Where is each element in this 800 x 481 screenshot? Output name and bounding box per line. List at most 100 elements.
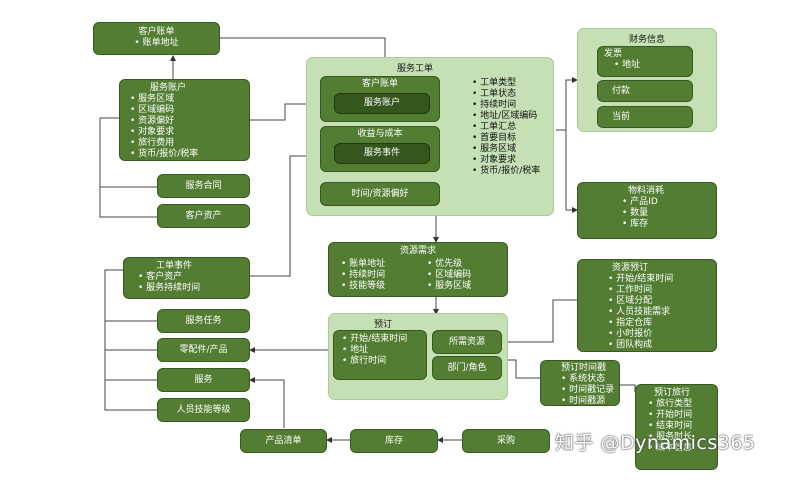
list-item: 产品ID — [622, 197, 711, 208]
list-item: 小时报价 — [608, 329, 711, 340]
list-item: 开始/结束时间 — [342, 334, 421, 345]
product-list-box: 产品清单 — [240, 429, 327, 453]
payment-box: 付款 — [597, 80, 693, 102]
list-item: 货币/报价/税率 — [130, 149, 244, 160]
material-consumption-box: 物料消耗 产品ID 数量 库存 — [577, 182, 717, 239]
list-item: 服务持续时间 — [138, 283, 244, 294]
work-order-event-title: 工单事件 — [156, 261, 193, 271]
list-item: 工单状态 — [472, 89, 540, 100]
list-item: 服务时长 — [648, 432, 713, 443]
list-item: 工单汇总 — [472, 122, 540, 133]
list-item: 工作时间 — [608, 285, 711, 296]
service-account-list: 服务区域 区域编码 资源偏好 对象要求 旅行费用 货币/报价/税率 — [130, 94, 244, 160]
work-order-title: 服务工单 — [396, 64, 433, 74]
revenue-cost-box: 收益与成本 服务事件 — [320, 126, 440, 172]
service-task-label: 服务任务 — [185, 315, 222, 326]
list-item: 持续时间 — [472, 100, 540, 111]
list-item: 地址 — [614, 60, 686, 71]
list-item: 工单类型 — [472, 78, 540, 89]
list-item: 优先级 — [427, 259, 471, 270]
list-item: 地址 — [342, 345, 421, 356]
list-item: 区域分配 — [608, 296, 711, 307]
time-resource-pref-label: 时间/资源偏好 — [351, 188, 409, 199]
material-consumption-title: 物料消耗 — [628, 186, 665, 196]
revenue-cost-title: 收益与成本 — [357, 129, 403, 139]
customer-account-title: 客户账单 — [138, 27, 175, 37]
time-resource-pref-box: 时间/资源偏好 — [320, 182, 440, 206]
finance-info-title: 财务信息 — [628, 35, 665, 45]
service-account-title: 服务账户 — [150, 83, 187, 93]
list-item: 时间戳记录 — [561, 385, 615, 396]
list-item: 人员技能需求 — [608, 307, 711, 318]
purchasing-label: 采购 — [496, 435, 515, 446]
booking-timestamp-box: 预订时间戳 系统状态 时间戳记录 时间戳源 — [540, 360, 620, 406]
list-item: 时间戳源 — [561, 396, 615, 407]
booking-title: 预订 — [373, 320, 392, 330]
service-event-box: 服务事件 — [334, 143, 430, 164]
customer-billing-box: 客户账单 服务账户 — [320, 76, 440, 122]
list-item: 货币/报价/税率 — [472, 166, 540, 177]
list-item: 账单地址 — [341, 259, 385, 270]
list-item: 成本信息 — [648, 443, 713, 454]
list-item: 团队构成 — [608, 340, 711, 351]
list-item: 结束时间 — [648, 421, 713, 432]
booking-travel-box: 预订旅行 旅行类型 开始时间 结束时间 服务时长 成本信息 — [635, 384, 718, 470]
list-item: 系统状态 — [561, 374, 615, 385]
resource-booking-title: 资源预订 — [612, 263, 649, 273]
list-item: 地址/区域编码 — [472, 111, 540, 122]
parts-products-box: 零配件/产品 — [157, 338, 250, 362]
booking-details-box: 开始/结束时间 地址 旅行时间 — [333, 330, 427, 380]
customer-account-item: 账单地址 — [99, 38, 214, 49]
parts-products-label: 零配件/产品 — [179, 344, 228, 355]
resource-requirement-title: 资源需求 — [399, 246, 436, 256]
list-item: 持续时间 — [341, 270, 385, 281]
staff-skill-level-box: 人员技能等级 — [157, 398, 250, 422]
service-label: 服务 — [194, 374, 213, 385]
list-item: 库存 — [622, 219, 711, 230]
department-role-label: 部门/角色 — [447, 362, 487, 373]
watermark: 知乎 @Dynamics365 — [555, 432, 756, 454]
list-item: 服务区域 — [472, 144, 540, 155]
list-item: 服务区域 — [427, 281, 471, 292]
resource-requirement-box: 资源需求 账单地址 持续时间 技能等级 优先级 区域编码 服务区域 — [328, 242, 508, 297]
inner-service-account-label: 服务账户 — [363, 98, 400, 108]
service-task-box: 服务任务 — [157, 309, 250, 333]
list-item: 旅行时间 — [342, 356, 421, 367]
list-item: 区域编码 — [130, 105, 244, 116]
product-list-label: 产品清单 — [265, 435, 302, 446]
inventory-box: 库存 — [350, 429, 438, 453]
booking-timestamp-title: 预订时间戳 — [561, 363, 607, 373]
list-item: 客户资产 — [138, 272, 244, 283]
customer-asset-box: 客户资产 — [157, 204, 250, 228]
service-contract-label: 服务合同 — [185, 180, 222, 191]
list-item: 服务区域 — [130, 94, 244, 105]
customer-account-box: 客户账单 账单地址 — [93, 22, 220, 55]
current-box: 当前 — [597, 106, 693, 128]
required-resource-label: 所需资源 — [448, 336, 485, 347]
list-item: 旅行类型 — [648, 399, 713, 410]
invoice-box: 发票 地址 — [597, 46, 693, 77]
current-label: 当前 — [612, 112, 631, 122]
inner-service-account-box: 服务账户 — [334, 93, 430, 114]
resource-booking-box: 资源预订 开始/结束时间 工作时间 区域分配 人员技能需求 指定仓库 小时报价 … — [577, 259, 717, 352]
service-contract-box: 服务合同 — [157, 174, 250, 198]
list-item: 数量 — [622, 208, 711, 219]
inventory-label: 库存 — [384, 435, 403, 446]
required-resource-box: 所需资源 — [432, 330, 502, 354]
payment-label: 付款 — [612, 86, 631, 96]
list-item: 指定仓库 — [608, 318, 711, 329]
department-role-box: 部门/角色 — [432, 356, 502, 380]
work-order-event-box: 工单事件 客户资产 服务持续时间 — [123, 257, 250, 299]
customer-asset-label: 客户资产 — [185, 210, 222, 221]
service-box: 服务 — [157, 368, 250, 392]
purchasing-box: 采购 — [462, 429, 550, 453]
list-item: 开始/结束时间 — [608, 274, 711, 285]
invoice-title: 发票 — [604, 49, 623, 59]
list-item: 对象要求 — [472, 155, 540, 166]
list-item: 区域编码 — [427, 270, 471, 281]
work-order-attributes: 工单类型 工单状态 持续时间 地址/区域编码 工单汇总 首要目标 服务区域 对象… — [472, 78, 540, 177]
list-item: 技能等级 — [341, 281, 385, 292]
list-item: 资源偏好 — [130, 116, 244, 127]
list-item: 首要目标 — [472, 133, 540, 144]
